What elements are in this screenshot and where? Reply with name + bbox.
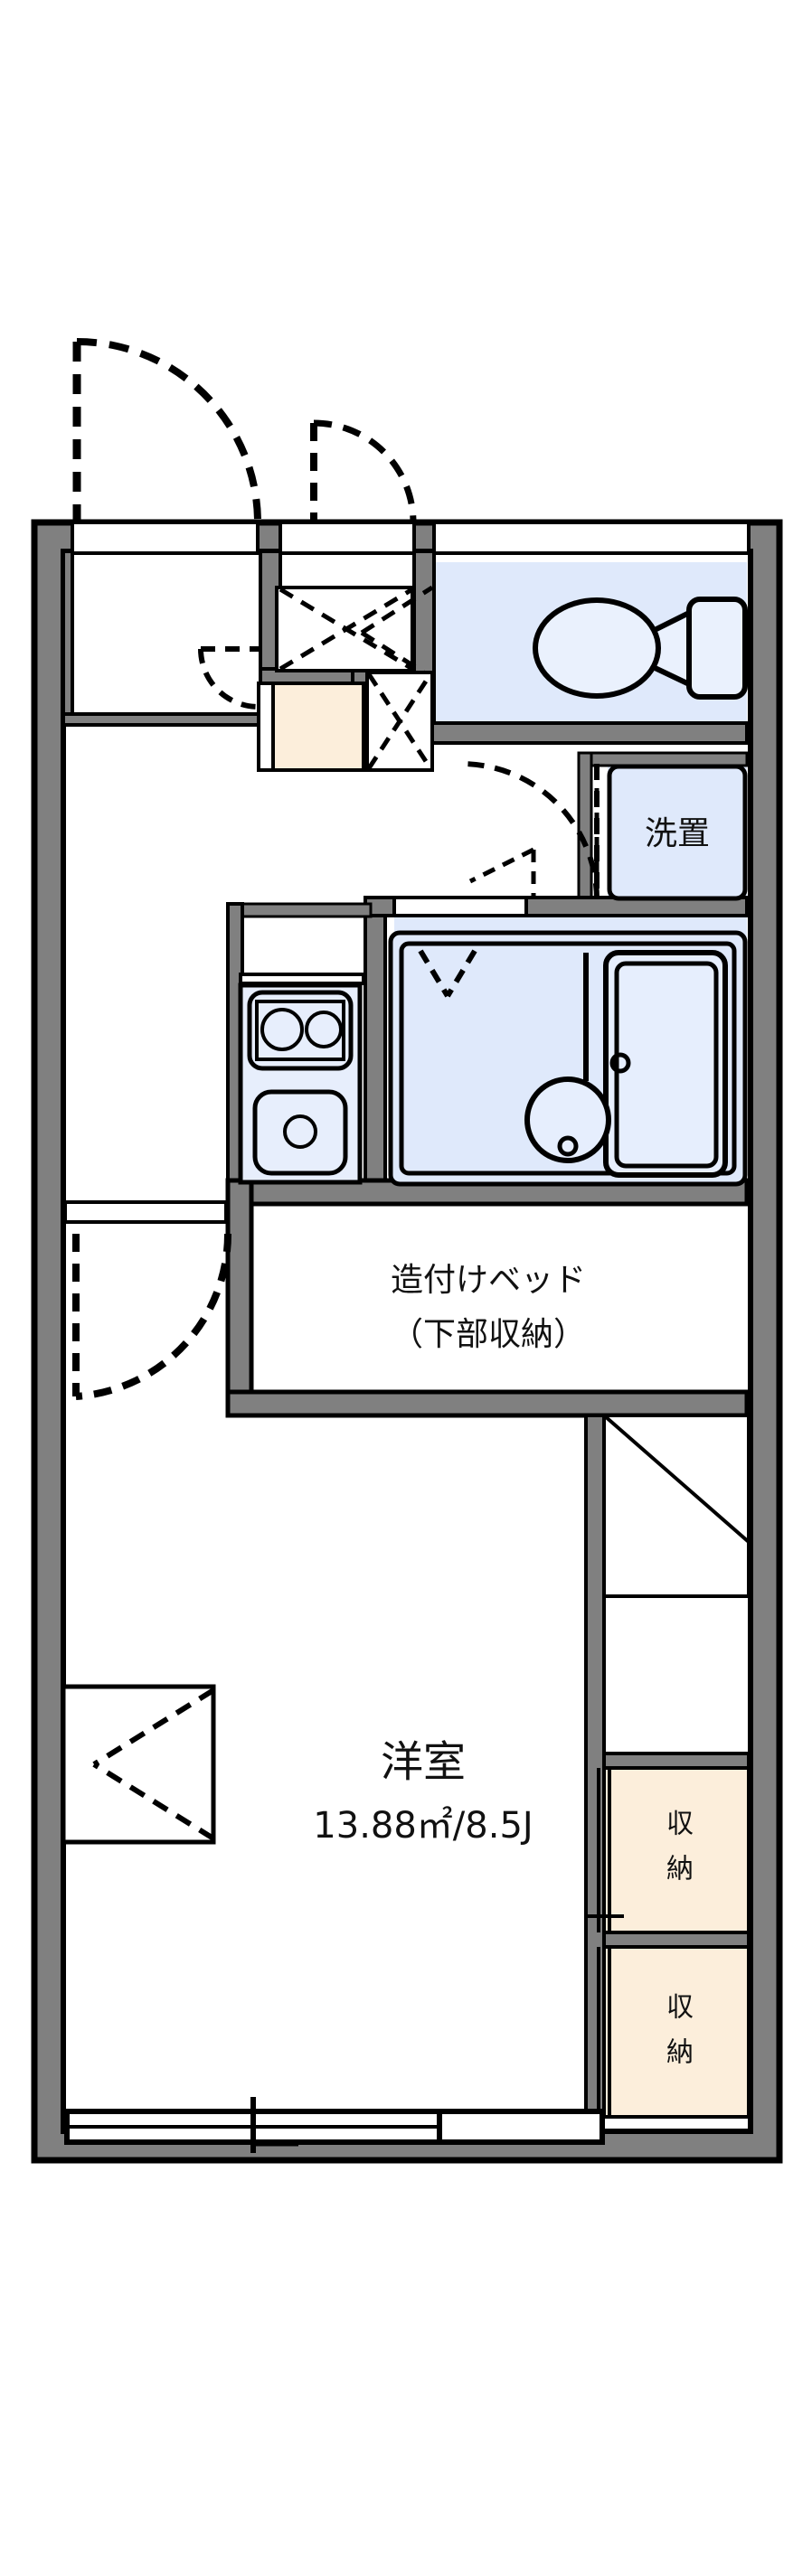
built-in-bed-label-line2: （下部収納） bbox=[391, 1316, 586, 1353]
hall-small-door[interactable] bbox=[198, 646, 260, 710]
loft-hatch bbox=[602, 1414, 751, 1598]
closet-upper-label-line1: 収 bbox=[666, 1809, 694, 1840]
toilet-door-opening bbox=[279, 521, 416, 555]
kitchen-sink-drain bbox=[283, 1114, 317, 1149]
loft-hatch-diagonal bbox=[602, 1414, 751, 1544]
kitchen-bath-wall bbox=[364, 902, 387, 1195]
room-door[interactable] bbox=[63, 1200, 232, 1400]
bath-door-fold-a bbox=[418, 949, 450, 998]
bed-bottom-wall bbox=[225, 1389, 750, 1418]
toilet-door[interactable] bbox=[310, 419, 417, 523]
closet-upper-label-line2: 納 bbox=[666, 1854, 694, 1885]
washbasin-drain bbox=[557, 1135, 579, 1157]
shoe-cabinet-door[interactable] bbox=[257, 682, 275, 772]
room-door-opening bbox=[63, 1200, 228, 1224]
toilet-bottom-wall bbox=[412, 721, 749, 745]
bathtub-inner bbox=[614, 961, 719, 1169]
hall-small-door-arc bbox=[198, 648, 260, 710]
entry-slide-mark-b bbox=[279, 587, 414, 672]
room-door-swing-arc bbox=[75, 1233, 232, 1400]
room-window-mark-b bbox=[92, 1762, 215, 1841]
toilet-tank bbox=[686, 597, 748, 700]
entry-step-wall bbox=[61, 712, 275, 727]
bath-entry-door[interactable] bbox=[468, 847, 536, 899]
bath-door-opening[interactable] bbox=[392, 896, 528, 917]
closet-left-wall bbox=[584, 1414, 606, 2119]
bottom-wall-opening bbox=[437, 2109, 605, 2145]
toilet-window-opening bbox=[432, 521, 751, 555]
entry-closet-mark-b bbox=[366, 672, 433, 770]
closet-lower-label-line1: 収 bbox=[666, 1992, 694, 2024]
entry-hall-door-swing-arc bbox=[460, 761, 600, 900]
closet-lower-group: 収 納 bbox=[597, 1945, 751, 2119]
bed-left-wall bbox=[225, 1178, 254, 1418]
bottom-wall-detail bbox=[437, 2109, 605, 2145]
stove-burner-left bbox=[260, 1008, 304, 1051]
shoe-cabinet bbox=[271, 682, 365, 772]
closet-lower bbox=[602, 1945, 751, 2119]
toilet-fixture-group bbox=[533, 597, 748, 700]
page-title: 洋室 bbox=[381, 1738, 466, 1788]
entrance-opening bbox=[71, 521, 260, 555]
toilet-bowl bbox=[533, 597, 661, 699]
loft-hatch-group bbox=[602, 1414, 751, 1598]
entry-slide-mark-d bbox=[360, 630, 434, 681]
washing-machine-pan bbox=[607, 764, 748, 901]
built-in-bed-label-line1: 造付けベッド bbox=[391, 1262, 586, 1299]
room-window-mark-a bbox=[92, 1688, 215, 1767]
closet-upper-group: 収 納 bbox=[586, 1766, 751, 1934]
built-in-bed-group: 造付けベッド （下部収納） bbox=[391, 1262, 586, 1353]
bath-entry-door-arc bbox=[468, 847, 535, 884]
closet-lower-label-line2: 納 bbox=[666, 2037, 694, 2069]
wall-openings bbox=[71, 521, 751, 555]
kitchen-backsplash bbox=[239, 973, 365, 985]
closet-upper bbox=[602, 1766, 751, 1934]
room-area-label: 13.88㎡/8.5J bbox=[313, 1805, 533, 1847]
entrance-door[interactable] bbox=[72, 338, 261, 523]
bath-door-fold-b bbox=[445, 949, 477, 998]
toilet-door-swing-arc bbox=[313, 419, 417, 523]
entry-slide-mark-c bbox=[360, 585, 434, 635]
main-room-label-group: 洋室 13.88㎡/8.5J bbox=[313, 1738, 533, 1847]
stove-burner-right bbox=[305, 1011, 343, 1048]
washer-place-label: 洗置 bbox=[645, 815, 710, 852]
room-window[interactable] bbox=[61, 1684, 216, 1845]
room-window-frame bbox=[61, 1684, 216, 1845]
entrance-door-swing-arc bbox=[76, 338, 261, 523]
entry-hall-door[interactable] bbox=[460, 761, 600, 900]
bathtub-drain bbox=[609, 1052, 631, 1074]
entry-alcove-group bbox=[257, 585, 434, 772]
washer-place-group: 洗置 bbox=[594, 764, 748, 901]
washbasin-bowl bbox=[524, 1076, 611, 1163]
kitchen-unit-group bbox=[238, 973, 365, 1185]
unit-bath-group bbox=[388, 896, 748, 1187]
